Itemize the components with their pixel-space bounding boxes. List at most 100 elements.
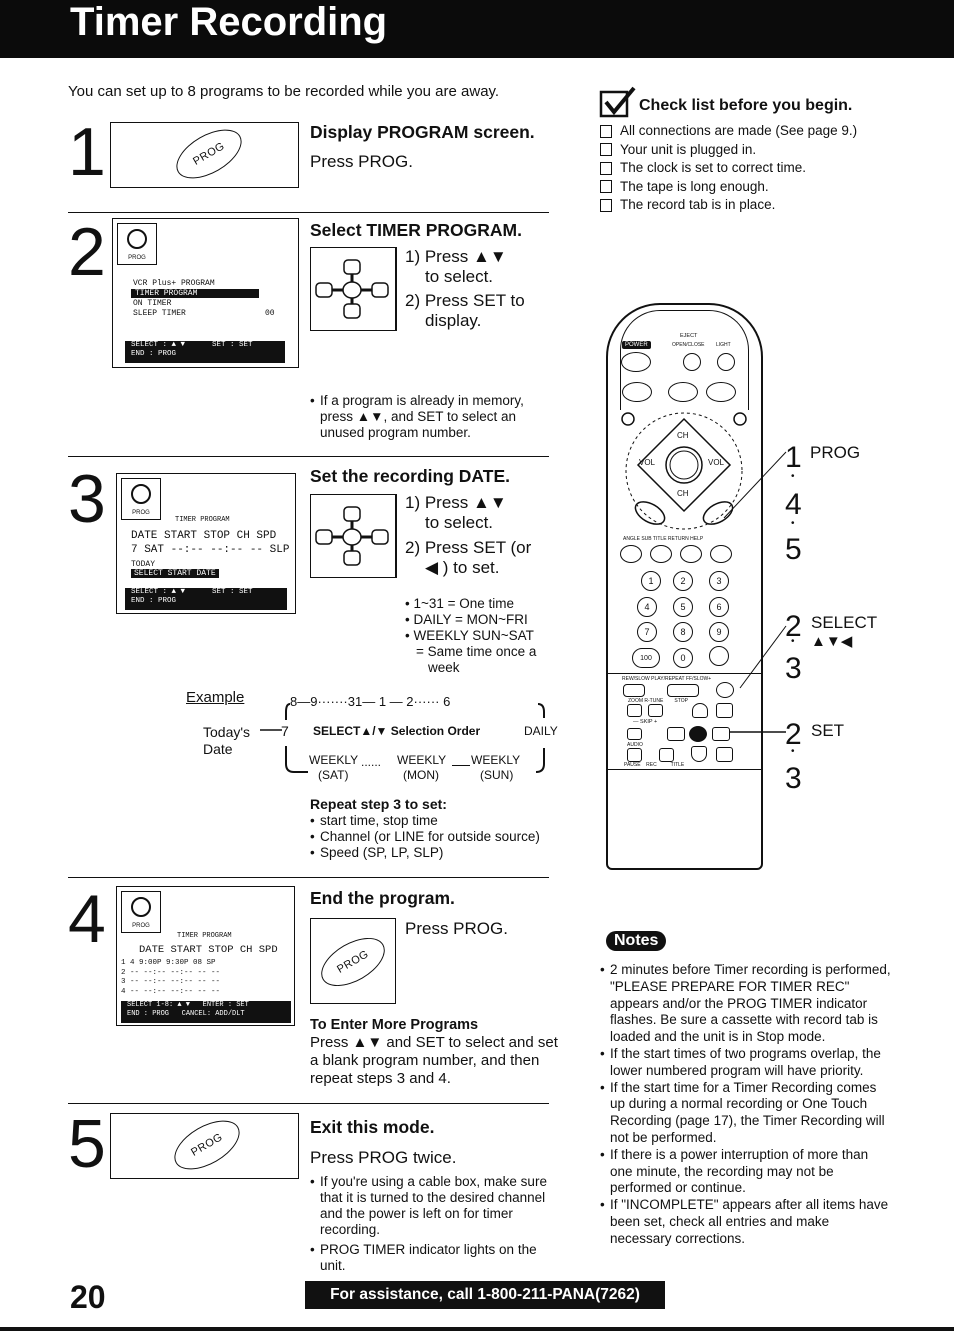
step-3-number: 3 [68,461,106,537]
step-2-title: Select TIMER PROGRAM. [310,220,522,240]
remote-label: CH [677,431,689,440]
step-4-osd-screen: PROG TIMER PROGRAM DATE START STOP CH SP… [116,886,295,1026]
example-label: Example [186,689,245,706]
osd-columns: DATE START STOP CH SPD [131,530,277,542]
callout-number: 2 [785,610,802,643]
empty-checkbox-icon [600,198,612,212]
step-1-number: 1 [68,114,106,190]
remote-label: VOL [708,458,725,467]
osd-help-bar: SELECT 1-8: ▲ ▼ ENTER : SET END : PROG C… [121,1001,291,1023]
number-button-icon: 6 [709,597,729,617]
callout-label: SET [811,721,845,740]
number-button-icon: 1 [641,571,661,591]
callout-dot: • [791,636,795,647]
callout-dot: • [791,746,795,757]
step-4-number: 4 [68,881,106,957]
empty-checkbox-icon [600,124,612,138]
pause-button-icon [627,748,642,762]
osd-today: TODAY [131,560,156,569]
fast-forward-button-icon [716,682,734,698]
dash [452,765,470,766]
step-5-number: 5 [68,1106,106,1182]
note-item: If a program is already in memory, press… [310,393,550,441]
callout-number: 1 [785,441,802,474]
note-item: If the start time for a Timer Recording … [600,1080,892,1147]
notes-list: 2 minutes before Timer recording is perf… [600,962,892,1248]
osd-help-bar: SELECT : ▲ ▼ SET : SET END : PROG [125,341,285,363]
intro-text: You can set up to 8 programs to be recor… [68,83,500,100]
remote-label: VOL [639,458,656,467]
number-button-icon: 8 [673,622,693,642]
option-line: = Same time once a [416,644,537,659]
remote-label: — SKIP + [633,719,658,725]
divider [396,247,397,331]
remote-label: EJECT [680,333,698,339]
step-2-osd-screen: PROG VCR Plus+ PROGRAM TIMER PROGRAM ON … [112,218,299,368]
checkbox-check-icon [598,86,636,118]
dpad-set-icon [310,494,396,578]
example-today: Today's [203,724,251,740]
repeat-title: Repeat step 3 to set: [310,796,447,812]
note-item: If you're using a cable box, make sure t… [310,1174,560,1238]
option-line: • WEEKLY SUN~SAT [405,628,534,643]
step-5-notes: If you're using a cable box, make sure t… [310,1174,560,1274]
osd-hint: SELECT START DATE [131,569,219,578]
step-5-text: Press PROG twice. [310,1148,457,1167]
osd-row: 1 4 9:00P 9:30P 08 SP [121,959,216,967]
step-3-sub2: 2) Press SET (or [405,538,532,557]
remote-power-label: POWER [622,341,651,349]
remote-label-row: PAUSE REC TITLE [624,762,685,768]
example-seven: 7 [281,723,289,739]
notes-badge: Notes [606,931,667,951]
remote-label: CH [677,489,689,498]
prog-button-icon: PROG [313,928,393,996]
callout-number: 2 [785,718,802,751]
add-delete-button-icon [709,646,729,666]
osd-line: VCR Plus+ PROGRAM [133,279,215,288]
note-item: 2 minutes before Timer recording is perf… [600,962,892,1046]
repeat-list: start time, stop time Channel (or LINE f… [310,813,560,861]
osd-help-bar: SELECT : ▲ ▼ SET : SET END : PROG [125,588,287,610]
checklist-item: The tape is long enough. [600,178,857,197]
play-button-icon [667,684,699,697]
remote-top-panel [620,310,749,410]
example-mon: (MON) [403,768,439,782]
option-line: • DAILY = MON~FRI [405,612,528,627]
callout-label: PROG [810,443,861,462]
example-weekly-3: WEEKLY [471,753,521,767]
skip-back-button-icon [627,728,642,740]
bottom-rule [0,1327,954,1331]
record-button-icon [659,748,674,762]
step-1-prog-box: PROG [110,119,299,189]
step-2-number: 2 [68,214,106,290]
step-2-sub2: 2) Press SET to [405,291,525,310]
more-programs-title: To Enter More Programs [310,1017,479,1033]
rewind-button-icon [623,684,645,697]
number-button-icon: 7 [637,622,657,642]
example-sat: (SAT) [318,768,349,782]
osd-row: 3 -- --:-- --:-- -- -- [121,978,221,986]
number-button-icon: 0 [673,648,693,668]
callout-dot: • [791,471,795,482]
step-3-title: Set the recording DATE. [310,466,510,486]
prog-button-icon: PROG [168,119,250,189]
step-5-title: Exit this mode. [310,1117,435,1137]
empty-checkbox-icon [600,180,612,194]
empty-checkbox-icon [600,143,612,157]
number-button-icon: 100 [632,648,660,668]
page-number: 20 [70,1279,106,1315]
callout-number: 5 [785,533,802,566]
selection-order-diagram [260,703,545,773]
tv-vcr-button-icon [668,382,698,402]
callout-number: 4 [785,488,802,521]
arrow-left-button-icon [667,727,685,741]
remote-label: LIGHT [716,342,731,348]
osd-row: 7 SAT --:-- --:-- -- SLP [131,544,290,556]
number-button-icon: 4 [637,597,657,617]
note-item: PROG TIMER indicator lights on the unit. [310,1242,560,1274]
osd-line: ON TIMER [133,299,172,308]
angle-button-icon [620,545,642,563]
stop-button-icon [716,703,733,718]
step-3-osd-screen: PROG TIMER PROGRAM DATE START STOP CH SP… [116,473,296,614]
page-title: Timer Recording [70,0,388,44]
